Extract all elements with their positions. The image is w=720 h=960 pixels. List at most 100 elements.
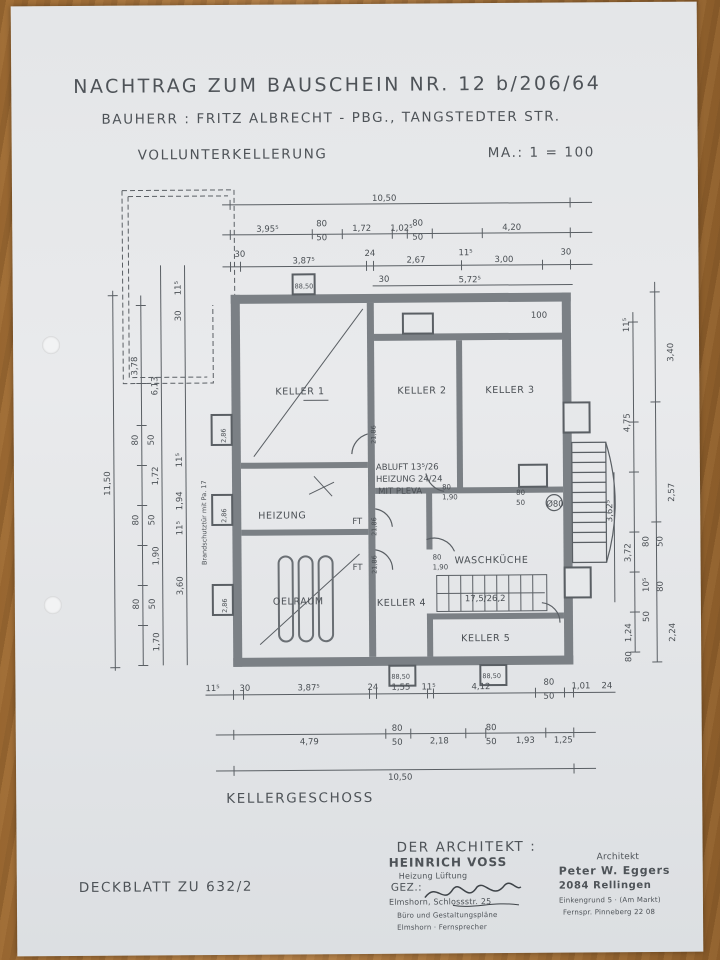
signature-scribble [424,882,522,907]
architect-stamp-1: HEINRICH VOSS Heizung Lüftung GEZ.: Elms… [387,855,528,946]
oil-tanks [277,555,335,643]
dim-left-s6: 80 [131,515,141,526]
dim-top-4: 1,02⁵ [390,224,412,234]
room-keller-2: KELLER 2 [397,385,446,396]
dim-r2-6: 3,00 [494,255,513,265]
dim-left-s1: 11⁵ [174,281,184,295]
dimension-lines [107,197,663,776]
dim-left-2: 6,13 [150,376,160,395]
note-pleva: MIT PLEVA [378,487,422,497]
stamp1-line3: Büro und Gestaltungspläne [397,911,498,920]
window-label-5: 2,86 [220,508,228,523]
note-ft-2: FT [353,563,364,573]
dim-left-s8: 11⁵ [175,521,185,535]
dim-top-2b: 50 [316,233,327,243]
dim-b1-10: 24 [601,681,612,691]
door-label-5: 1,90 [433,563,449,571]
door-label-4: 80 [433,553,442,561]
stamp2-name: Peter W. Eggers [558,863,671,878]
dim-r3-1: 30 [379,275,390,285]
dim-top-total: 10,50 [372,194,396,204]
dim-b2-2b: 50 [392,738,403,748]
stamp2-line2: Einkengrund 5 · (Am Markt) [558,895,661,905]
dim-right-4: 3,72 [623,543,633,562]
door-label-8: 80 [516,489,525,497]
dim-b1-8: 80 [543,678,554,688]
inside-stair [436,574,548,612]
dim-b2-6: 1,25 [554,736,573,746]
dim-right-2: 3,40 [666,343,676,362]
dim-b2-5: 1,93 [516,736,535,746]
stamp1-gez: GEZ.: [390,881,423,894]
light-wells [210,273,592,687]
dim-right-s7: 50 [642,611,652,622]
dim-b2-4: 80 [486,723,497,733]
dim-r2-7: 30 [560,247,571,257]
dim-left-s5: 11⁵ [175,453,185,467]
room-keller-5: KELLER 5 [461,633,510,644]
stamp1-line2: Elmshorn, Schlossstr. 25 [388,897,492,907]
dim-b2-4b: 50 [486,737,497,747]
architect-stamp-2: Architekt Peter W. Eggers 2084 Rellingen… [557,852,698,943]
window-label-6: 2,86 [221,598,229,613]
note-brandschutz: Brandschutztür mit Pa. 17 [200,480,209,565]
dim-b1-6: 11⁵ [421,682,435,692]
dim-b1-4: 24 [367,683,378,693]
dim-right-5: 2,24 [668,623,678,642]
door-swings [351,433,563,623]
room-keller-3: KELLER 3 [485,385,534,396]
dim-r2-5: 11⁵ [458,248,472,258]
dim-right-s1: 100 [531,311,547,321]
dim-b1-7: 4,12 [471,682,490,692]
diagonal-markings [253,308,364,646]
door-label-2: 21,86 [370,517,378,536]
dim-b1-5: 1,55 [391,683,410,693]
dim-left-s3: 80 [131,435,141,446]
dim-right-s3: 80 [641,536,651,547]
dim-right-s5: 10⁵ [642,578,652,592]
dim-left-3: 1,72 [151,466,161,485]
dim-left-s10: 50 [148,599,158,610]
dim-b1-3: 3,87⁵ [297,683,319,693]
dim-left-s9: 80 [132,599,142,610]
window-label-3: 88,50 [482,672,501,680]
window-label-4: 2,86 [220,428,228,443]
dim-right-6: 1,24 [624,623,634,642]
window-label-2: 88,50 [391,673,410,681]
dim-r2-1: 30 [234,250,245,260]
dim-right-s8: 80 [624,651,634,662]
dim-b1-8b: 50 [543,692,554,702]
stamp2-title: Architekt [596,852,640,863]
dim-left-7: 1,70 [152,632,162,651]
deckblatt-label: DECKBLATT ZU 632/2 [78,878,254,896]
door-label-9: 50 [516,499,525,507]
dim-b2-2: 80 [392,724,403,734]
dim-top-5b: 50 [412,233,423,243]
dim-right-3: 2,57 [667,483,677,502]
stamp1-line4: Elmshorn · Fernsprecher [397,923,487,932]
door-label-1: 21,86 [370,425,378,444]
dim-right-7: 3,62⁵ [605,500,615,522]
dim-left-6: 3,60 [176,576,186,595]
stamp1-name: HEINRICH VOSS [388,854,508,870]
outside-stair [571,441,616,564]
window-label-1: 88,50 [295,282,314,290]
dim-r2-4: 2,67 [406,256,425,266]
blueprint-sheet: NACHTRAG ZUM BAUSCHEIN NR. 12 b/206/64 B… [10,1,704,957]
room-keller-4: KELLER 4 [377,598,426,609]
dim-right-s2: 11⁵ [622,318,632,332]
dim-right-s6: 80 [656,581,666,592]
dim-left-s7: 50 [147,515,157,526]
dim-b2-1: 4,79 [300,737,319,747]
floor-name: KELLERGESCHOSS [226,789,374,807]
dim-right-1: 4,75 [623,413,633,432]
dim-left-s2: 30 [174,310,184,321]
stamp2-line3: Fernspr. Pinneberg 22 08 [563,907,656,917]
architect-label: DER ARCHITEKT : [396,838,537,856]
door-label-6: 80 [442,483,451,491]
dim-left-1: 3,78 [130,357,140,376]
outer-walls [230,292,574,667]
dim-b1-1: 11⁵ [205,684,219,694]
note-ft-1: FT [352,517,363,527]
dim-left-s4: 50 [147,435,157,446]
